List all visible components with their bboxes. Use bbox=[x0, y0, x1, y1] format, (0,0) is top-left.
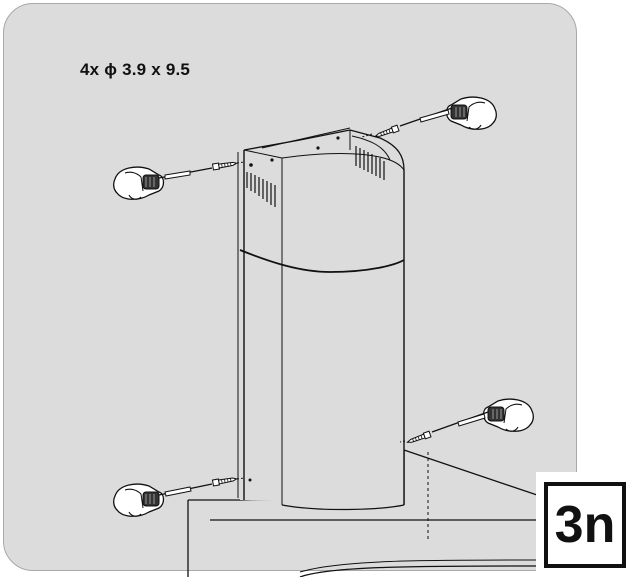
hand-holding-screwdriver-icon bbox=[482, 398, 534, 432]
hand-holding-screwdriver-icon bbox=[113, 166, 165, 200]
screwdriver-top-left bbox=[113, 159, 245, 200]
screw-icon bbox=[211, 475, 238, 487]
hand-holding-screwdriver-icon bbox=[445, 96, 497, 130]
screw-spec-label: 4x ϕ 3.9 x 9.5 bbox=[80, 60, 191, 79]
vent-slots-left bbox=[246, 172, 276, 207]
screwdriver-top-right bbox=[361, 96, 497, 140]
screwdriver-bottom-left bbox=[113, 475, 245, 517]
screw-icon bbox=[405, 430, 432, 446]
screwdriver-bottom-right bbox=[399, 398, 534, 446]
chimney-cover bbox=[237, 127, 405, 511]
hood-canopy bbox=[187, 449, 541, 577]
vent-slots-right bbox=[355, 146, 385, 180]
step-badge: 3n bbox=[536, 472, 632, 577]
screw-icon bbox=[212, 159, 238, 171]
hand-holding-screwdriver-icon bbox=[113, 483, 165, 517]
step-number: 3n bbox=[544, 482, 626, 568]
